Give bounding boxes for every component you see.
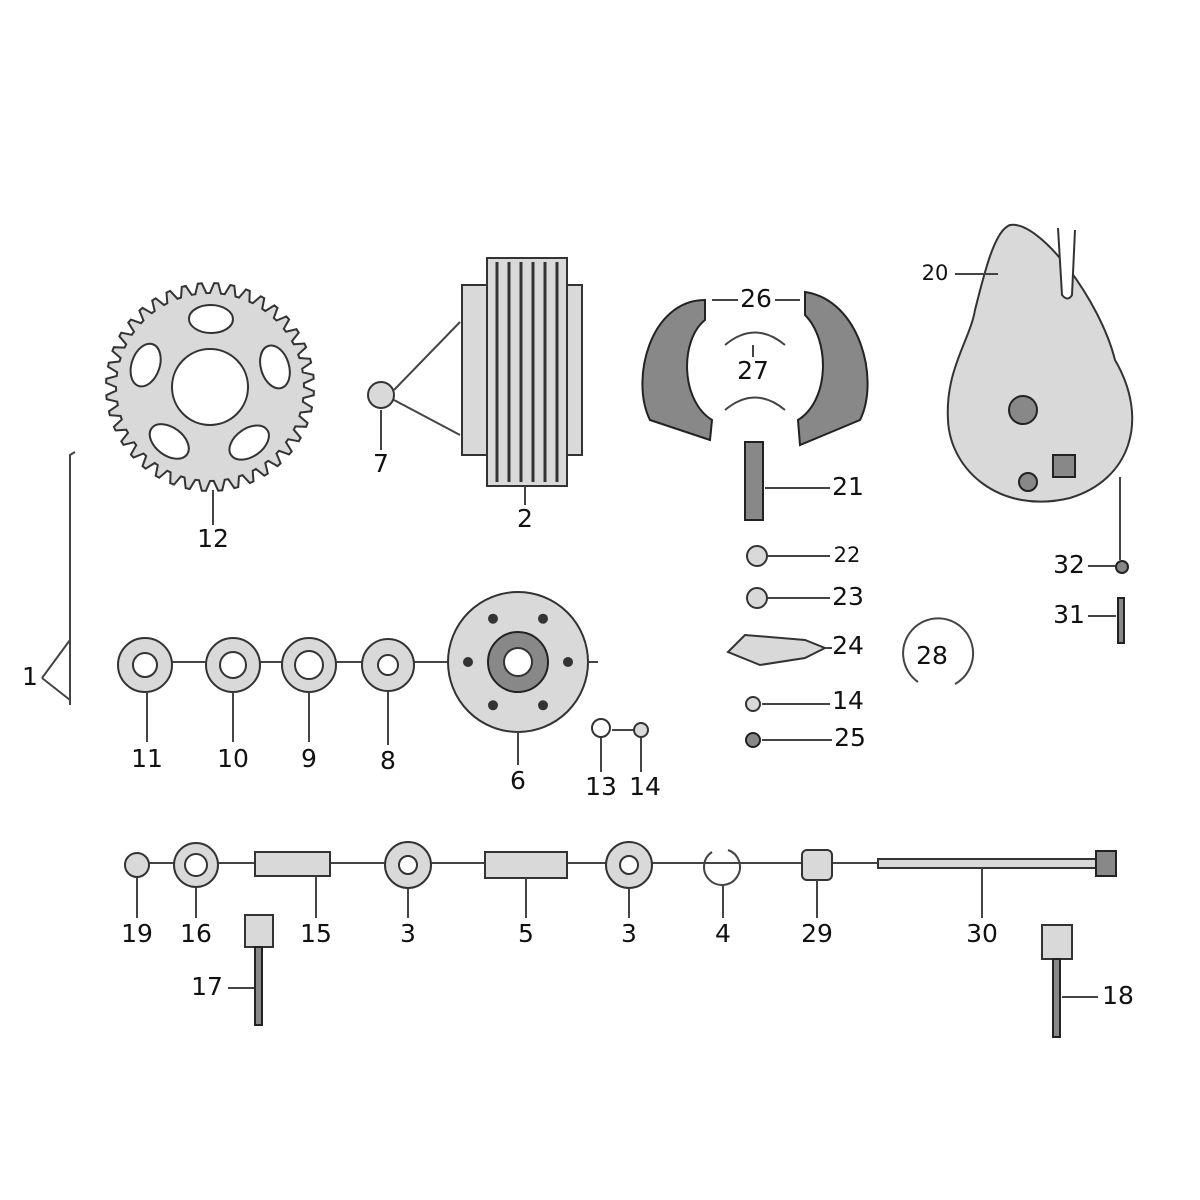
part-label-4: 4 (715, 919, 731, 948)
axle-row (124, 841, 1117, 918)
part-label-32: 32 (1053, 550, 1085, 579)
part-labels: 1 12 7 2 26 27 21 22 23 24 28 14 25 20 32 31 11 10 9 8 6 13 14… (22, 261, 1134, 1010)
hub-bolt-hole (488, 700, 498, 711)
part-label-23: 23 (832, 582, 864, 611)
part-label-14: 14 (832, 686, 864, 715)
part-label-29: 29 (801, 919, 833, 948)
chain-adjusters (228, 914, 1098, 1038)
part-label-11: 11 (131, 744, 163, 773)
sprocket-hole (148, 423, 190, 460)
part-label-20: 20 (922, 261, 949, 285)
part-label-19: 19 (121, 919, 153, 948)
hub-bolt-hole (538, 613, 548, 624)
part-label-25: 25 (834, 723, 866, 752)
part-label-31: 31 (1053, 600, 1085, 629)
part-31-32-bolt-nut (1088, 560, 1129, 644)
part-label-3: 3 (400, 919, 416, 948)
part-label-5: 5 (518, 919, 534, 948)
hub-bolt-hole (463, 657, 473, 667)
part-label-22: 22 (834, 543, 861, 567)
part-label-15: 15 (300, 919, 332, 948)
hub-bolt-hole (538, 700, 548, 711)
part-label-13: 13 (585, 772, 617, 801)
part-1-rod (41, 451, 76, 705)
hub-bolt-hole (488, 613, 498, 624)
part-label-18: 18 (1102, 981, 1134, 1010)
sprocket-hole (187, 304, 234, 335)
part-label-28: 28 (916, 641, 948, 670)
part-label-1: 1 (22, 662, 38, 691)
part-12-sprocket (105, 282, 315, 525)
part-20-brake-panel (946, 223, 1134, 560)
part-7-seal (367, 321, 461, 450)
part-label-14: 14 (629, 772, 661, 801)
hub-bolt-hole (563, 657, 573, 667)
part-label-3: 3 (621, 919, 637, 948)
part-label-16: 16 (180, 919, 212, 948)
part-2-hub-drum (461, 257, 583, 505)
part-label-27: 27 (737, 356, 769, 385)
sprocket-hole (259, 344, 291, 390)
hub-bearing-row (117, 591, 649, 772)
part-label-10: 10 (217, 744, 249, 773)
part-26-brake-shoes (641, 290, 869, 447)
part-label-2: 2 (517, 504, 533, 533)
part-28-circlip (902, 617, 975, 685)
part-label-24: 24 (832, 631, 864, 660)
part-label-6: 6 (510, 766, 526, 795)
sprocket-hole (228, 424, 270, 461)
part-label-8: 8 (380, 746, 396, 775)
part-label-7: 7 (373, 449, 389, 478)
part-label-21: 21 (832, 472, 864, 501)
part-label-26: 26 (740, 284, 772, 313)
part-label-9: 9 (301, 744, 317, 773)
part-label-30: 30 (966, 919, 998, 948)
part-label-12: 12 (197, 524, 229, 553)
brake-lever-parts (726, 545, 832, 748)
part-label-17: 17 (191, 972, 223, 1001)
part-21-brake-cam (744, 441, 830, 521)
sprocket-hole (129, 342, 162, 388)
part-27-springs (724, 331, 786, 411)
